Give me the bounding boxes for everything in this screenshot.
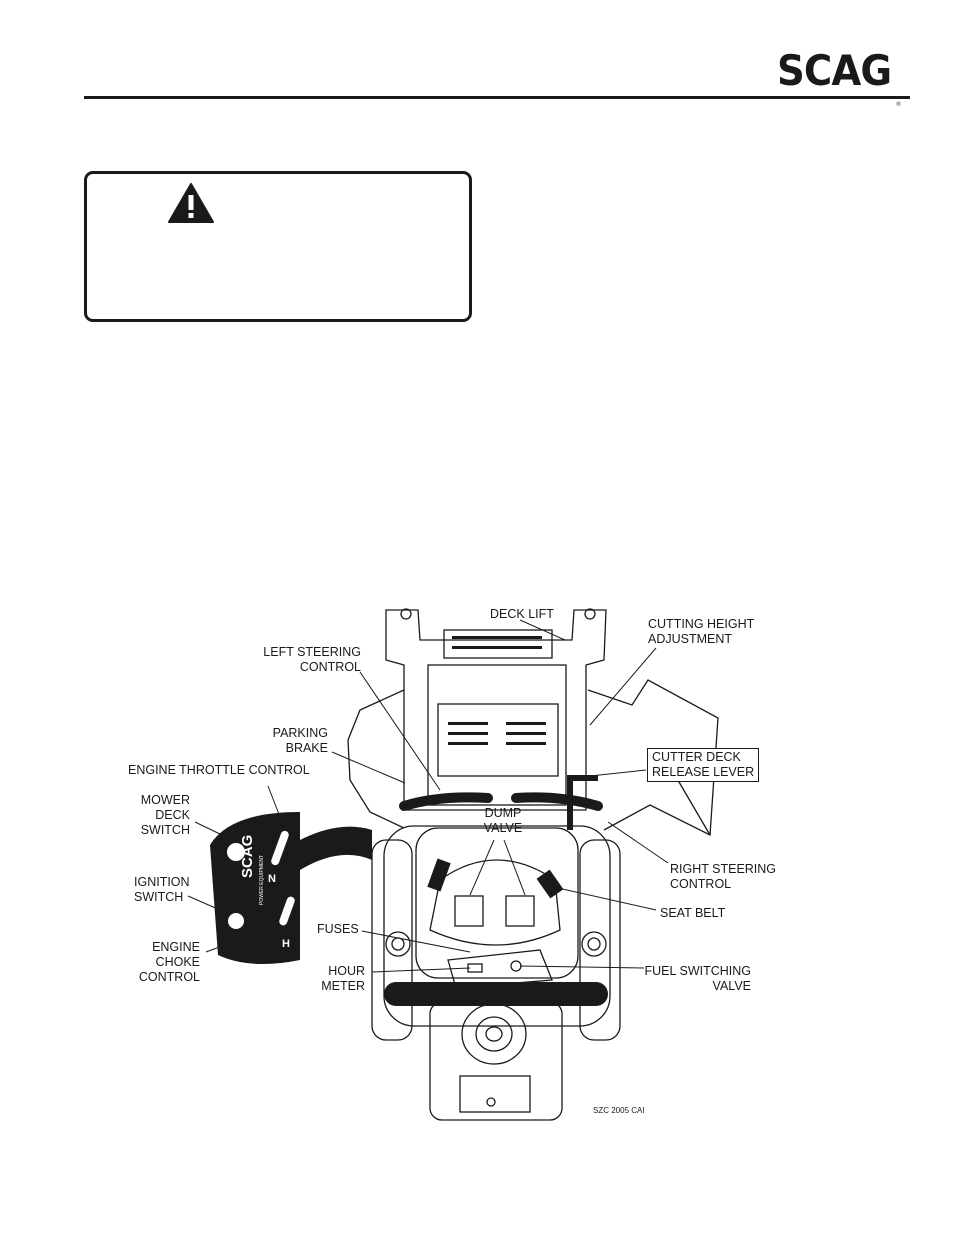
panel-h-mark: H [282,938,290,950]
panel-neutral-mark: N [268,873,276,885]
cutter-deck-release-label: CUTTER DECK RELEASE LEVER [647,748,760,782]
parking-brake-label: PARKING BRAKE [272,726,328,755]
scag-logo: SCAG® [777,46,901,109]
seat-belt-label: SEAT BELT [660,906,726,920]
warning-box [84,171,472,322]
header-rule [84,96,910,99]
panel-brand: SCAG [239,834,256,878]
engine-throttle-label: ENGINE THROTTLE CONTROL [128,763,310,777]
cutting-height-label: CUTTING HEIGHT ADJUSTMENT [648,617,755,646]
engine-choke-label: ENGINE CHOKE CONTROL [138,940,200,984]
fuses-label: FUSES [317,922,359,936]
deck-lift-label: DECK LIFT [490,607,554,621]
warning-triangle-icon [168,183,214,223]
left-steering-label: LEFT STEERING CONTROL [263,645,361,674]
figure-code: SZC 2005 CAI [593,1106,645,1115]
dump-valve-label: DUMP VALVE [483,806,523,835]
mower-deck-switch-label: MOWER DECK SWITCH [140,793,190,837]
fuel-switching-valve-label: FUEL SWITCHING VALVE [644,964,751,993]
right-steering-label: RIGHT STEERING CONTROL [670,862,777,891]
hour-meter-label: HOUR METER [321,964,365,993]
ignition-switch-label: IGNITION SWITCH [134,875,190,904]
